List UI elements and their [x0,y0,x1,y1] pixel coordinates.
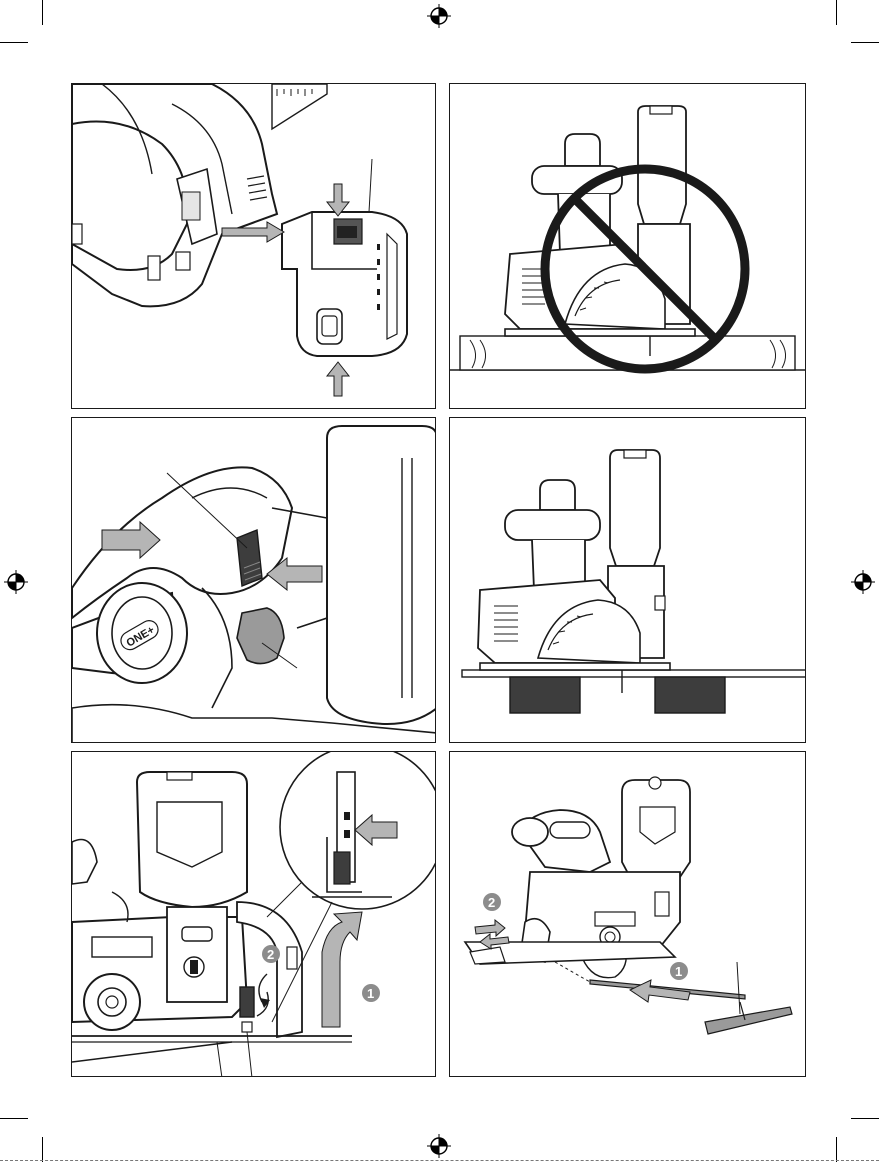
step-2-badge: 2 [488,895,495,910]
crop-mark-br-h [851,1118,879,1119]
crop-mark-tr-h [851,42,879,43]
step-1-badge: 1 [675,964,682,979]
blade-guard-lever-illustration: 2 1 [72,752,436,1077]
panel-trigger-lockout: ONE+ [71,417,436,743]
panel-blade-guard-lever: 2 1 [71,751,436,1077]
registration-mark-top [427,4,451,28]
panel-battery-insertion [71,83,436,409]
crop-mark-bl-h [0,1118,28,1119]
trigger-lockout-illustration: ONE+ [72,418,436,743]
registration-mark-right [851,570,875,594]
correct-support-illustration [450,418,806,743]
crop-mark-bl-v [42,1137,43,1162]
rip-fence-illustration: 2 1 [450,752,806,1077]
incorrect-support-illustration [450,84,806,409]
step-2-badge: 2 [267,947,274,962]
crop-mark-tl-h [0,42,28,43]
crop-mark-tr-v [836,0,837,25]
saw-side-view [505,106,695,356]
registration-mark-left [4,570,28,594]
zoom-inset [267,752,436,1022]
bottom-trim-line [0,1160,879,1161]
panel-rip-fence: 2 1 [449,751,806,1077]
step-1-badge: 1 [367,986,374,1001]
panel-incorrect-support [449,83,806,409]
crop-mark-br-v [836,1137,837,1162]
battery-insertion-illustration [72,84,436,409]
registration-mark-bottom [427,1134,451,1158]
crop-mark-tl-v [42,0,43,25]
panel-correct-support [449,417,806,743]
